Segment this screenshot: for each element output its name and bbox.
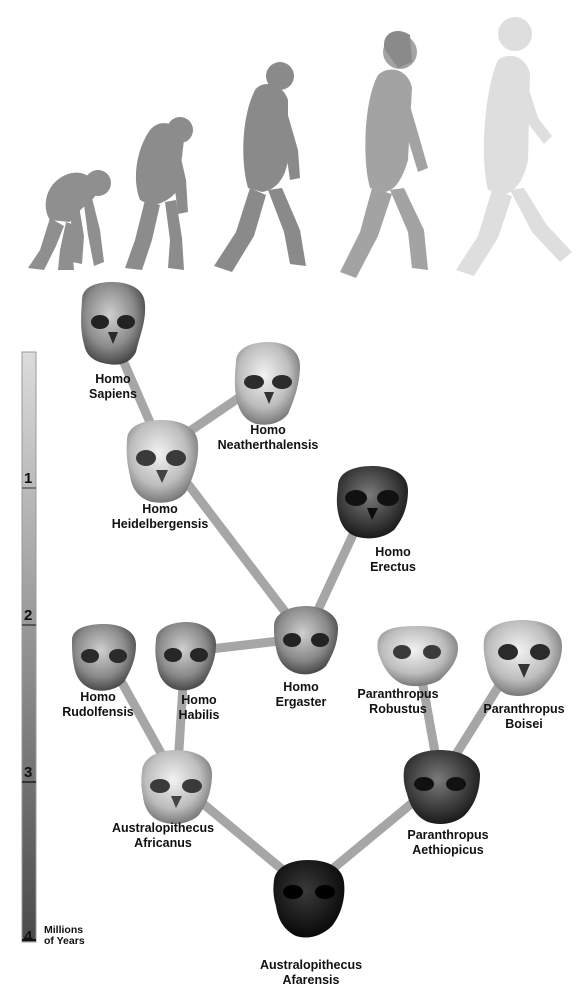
label-species: Ergaster xyxy=(276,695,327,710)
label-homo-ergaster: Homo Ergaster xyxy=(276,680,327,710)
skull-paranthropus-boisei xyxy=(484,620,562,696)
label-australopithecus-afarensis: Australopithecus Afarensis xyxy=(260,958,362,988)
label-species: Neatherthalensis xyxy=(218,438,319,453)
timescale-label-2: 2 xyxy=(24,607,32,624)
skull-homo-neatherthalensis xyxy=(235,342,300,425)
label-genus: Australopithecus xyxy=(260,958,362,973)
skull-paranthropus-robustus xyxy=(377,626,458,686)
label-species: Erectus xyxy=(370,560,416,575)
skull-homo-erectus xyxy=(337,466,408,538)
primate-ancestor-figure xyxy=(28,170,111,270)
label-homo-rudolfensis: Homo Rudolfensis xyxy=(62,690,134,720)
label-paranthropus-boisei: Paranthropus Boisei xyxy=(483,702,564,732)
label-species: Rudolfensis xyxy=(62,705,134,720)
label-homo-erectus: Homo Erectus xyxy=(370,545,416,575)
skull-homo-habilis xyxy=(155,622,216,690)
skull-australopithecus-africanus xyxy=(141,750,212,824)
timescale-label-1: 1 xyxy=(24,470,32,487)
label-homo-sapiens: Homo Sapiens xyxy=(89,372,137,402)
label-genus: Homo xyxy=(112,502,209,517)
skull-australopithecus-afarensis xyxy=(273,860,344,938)
label-genus: Paranthropus xyxy=(483,702,564,717)
timescale-bar xyxy=(22,352,36,942)
label-species: Afarensis xyxy=(260,973,362,988)
label-genus: Paranthropus xyxy=(407,828,488,843)
label-homo-habilis: Homo Habilis xyxy=(179,693,220,723)
timescale-label-3: 3 xyxy=(24,764,32,781)
label-paranthropus-robustus: Paranthropus Robustus xyxy=(357,687,438,717)
label-paranthropus-aethiopicus: Paranthropus Aethiopicus xyxy=(407,828,488,858)
skull-paranthropus-aethiopicus xyxy=(404,750,480,824)
timescale-label-4: 4 xyxy=(24,928,32,945)
label-genus: Homo xyxy=(276,680,327,695)
upright-hominid-figure xyxy=(214,62,306,272)
early-hominid-figure xyxy=(125,117,193,270)
label-genus: Homo xyxy=(62,690,134,705)
label-genus: Paranthropus xyxy=(357,687,438,702)
skull-homo-ergaster xyxy=(274,606,338,674)
label-genus: Australopithecus xyxy=(112,821,214,836)
label-genus: Homo xyxy=(218,423,319,438)
label-genus: Homo xyxy=(89,372,137,387)
timescale-unit-label: Millions of Years xyxy=(44,925,85,947)
label-species: Robustus xyxy=(357,702,438,717)
label-species: Africanus xyxy=(112,836,214,851)
label-species: Boisei xyxy=(483,717,564,732)
label-species: Heidelbergensis xyxy=(112,517,209,532)
label-species: Habilis xyxy=(179,708,220,723)
label-genus: Homo xyxy=(370,545,416,560)
caveman-figure xyxy=(340,31,428,278)
label-species: Sapiens xyxy=(89,387,137,402)
skull-homo-sapiens xyxy=(81,282,145,365)
skull-homo-rudolfensis xyxy=(72,624,136,691)
modern-human-figure xyxy=(456,17,572,276)
label-homo-heidelbergensis: Homo Heidelbergensis xyxy=(112,502,209,532)
label-species: Aethiopicus xyxy=(407,843,488,858)
label-australopithecus-africanus: Australopithecus Africanus xyxy=(112,821,214,851)
timescale xyxy=(22,352,36,942)
evolution-figures xyxy=(28,17,572,278)
label-homo-neatherthalensis: Homo Neatherthalensis xyxy=(218,423,319,453)
timescale-unit-line2: of Years xyxy=(44,936,85,947)
label-genus: Homo xyxy=(179,693,220,708)
